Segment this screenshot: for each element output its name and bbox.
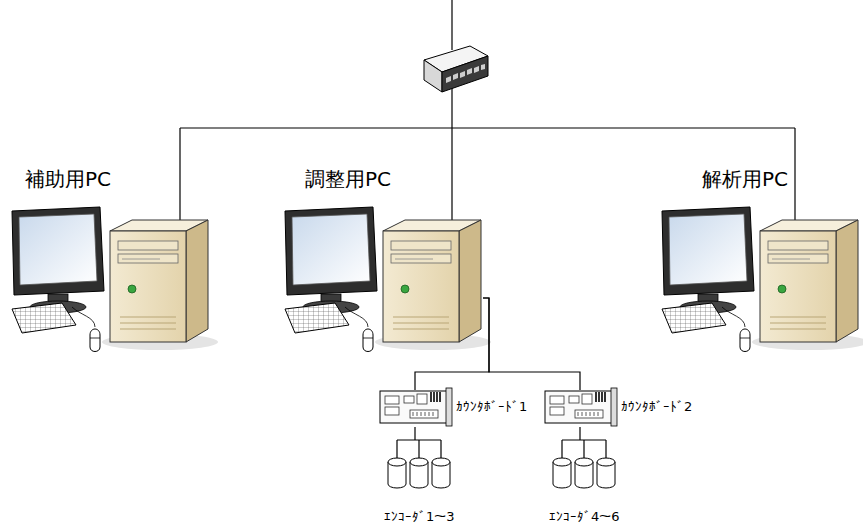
counter-board: ｶｳﾝﾀﾎﾞｰﾄﾞ2	[545, 390, 699, 426]
encoder-group-label: ｴﾝｺｰﾀﾞ1～3	[384, 509, 455, 525]
cable	[483, 298, 580, 390]
computer: 調整用PC	[283, 165, 483, 370]
cable	[415, 298, 489, 390]
encoder-group: ｴﾝｺｰﾀﾞ1～3	[380, 440, 461, 526]
computer-label: 調整用PC	[305, 167, 391, 191]
counter-board-label: ｶｳﾝﾀﾎﾞｰﾄﾞ2	[621, 399, 692, 415]
computer: 補助用PC	[10, 165, 210, 370]
encoder-group: ｴﾝｺｰﾀﾞ4～6	[545, 440, 626, 526]
cable	[414, 427, 415, 440]
computer-label: 補助用PC	[25, 167, 111, 191]
computer: 解析用PC	[660, 165, 858, 370]
cable	[579, 427, 580, 440]
encoder-group-label: ｴﾝｺｰﾀﾞ4～6	[549, 509, 620, 525]
computer-label: 解析用PC	[702, 167, 788, 191]
counter-board: ｶｳﾝﾀﾎﾞｰﾄﾞ1	[380, 390, 534, 426]
network-hub	[424, 46, 488, 92]
counter-board-label: ｶｳﾝﾀﾎﾞｰﾄﾞ1	[456, 399, 527, 415]
